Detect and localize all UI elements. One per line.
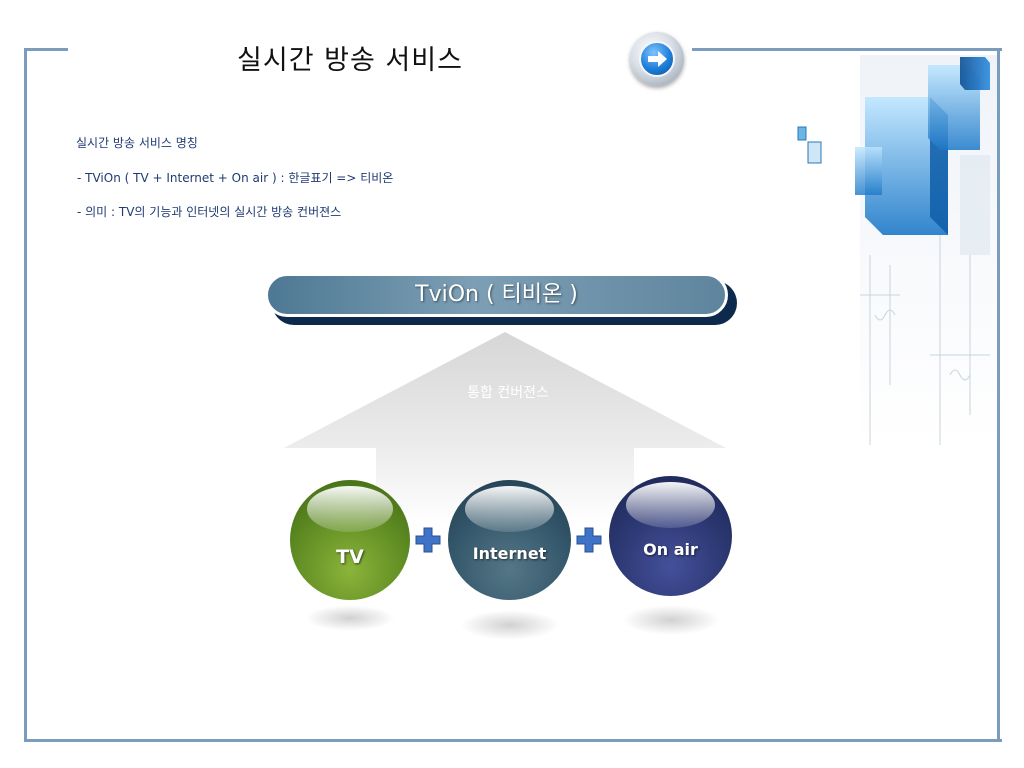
onair-sphere: On air (609, 476, 732, 596)
onair-label: On air (643, 540, 698, 559)
tvion-banner: TviOn ( 티비온 ) (265, 273, 728, 317)
onair-sphere-shadow (622, 605, 720, 635)
service-meaning-line: - 의미 : TV의 기능과 인터넷의 실시간 방송 컨버젼스 (77, 205, 342, 219)
convergence-label: 통합 컨버젼스 (467, 385, 549, 401)
arrow-right-icon (639, 41, 675, 77)
tv-sphere: TV (290, 480, 410, 600)
service-name-heading: 실시간 방송 서비스 명칭 (76, 136, 198, 150)
tv-sphere-shadow (305, 605, 395, 631)
sphere-gloss (306, 486, 394, 532)
frame-left (24, 48, 27, 742)
decorative-cubes-graphic (797, 55, 997, 445)
internet-sphere-shadow (460, 610, 560, 640)
tv-label: TV (336, 546, 364, 568)
convergence-arrow-graphic (284, 332, 726, 525)
page-title: 실시간 방송 서비스 (237, 45, 463, 76)
next-slide-button[interactable] (630, 32, 684, 86)
internet-sphere: Internet (448, 480, 571, 600)
plus-icon (415, 527, 441, 553)
sphere-gloss (465, 486, 554, 532)
internet-label: Internet (472, 544, 547, 563)
frame-bottom (24, 739, 1002, 742)
frame-top-left (24, 48, 68, 51)
plus-icon (576, 527, 602, 553)
frame-top-right (692, 48, 1002, 51)
sphere-gloss (626, 482, 715, 528)
service-name-line: - TViOn ( TV + Internet + On air ) : 한글표… (77, 171, 394, 185)
frame-right (997, 48, 1000, 742)
